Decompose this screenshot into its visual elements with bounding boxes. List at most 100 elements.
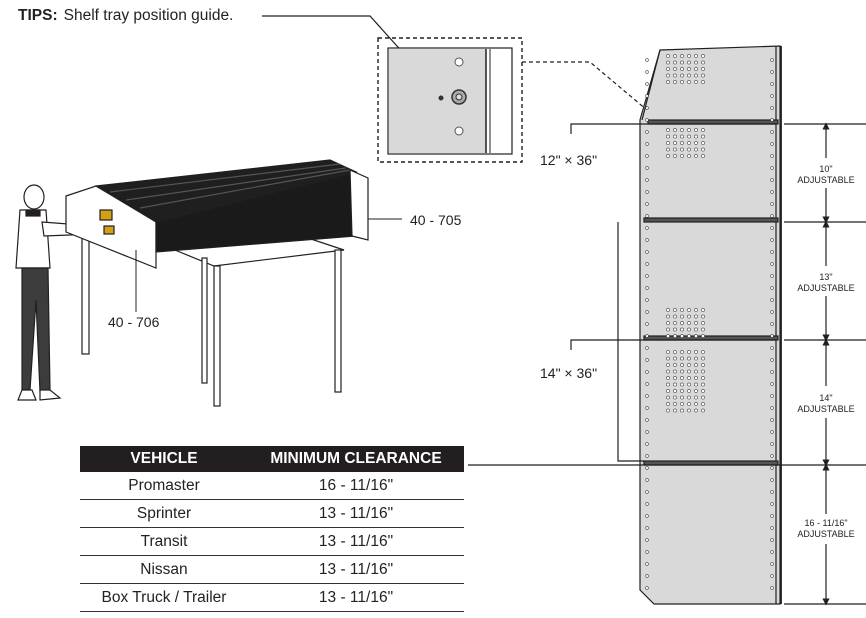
perforation-hole: [680, 363, 684, 367]
edge-hole: [645, 478, 649, 482]
vehicle-cell: Transit: [80, 527, 248, 556]
perforation-hole: [666, 350, 670, 354]
perforation-hole: [694, 395, 698, 400]
perforation-hole: [687, 382, 691, 387]
perforation-hole: [666, 356, 670, 361]
perforation-hole: [666, 80, 670, 84]
edge-hole: [770, 118, 774, 122]
perforation-hole: [701, 382, 705, 387]
perforation-hole: [701, 389, 705, 393]
edge-hole: [645, 154, 649, 158]
part-label-706: 40 - 706: [108, 314, 160, 330]
edge-hole: [770, 346, 774, 350]
perforation-hole: [694, 402, 698, 406]
perforation-hole: [701, 327, 705, 332]
edge-hole: [645, 262, 649, 266]
perforation-hole: [680, 154, 684, 158]
tips-caption: TIPS:Shelf tray position guide.: [18, 7, 233, 25]
vehicle-cell: Nissan: [80, 555, 248, 584]
perforation-hole: [687, 314, 691, 319]
edge-hole: [645, 466, 649, 470]
adjustment-label-4: 16 - 11/16" ADJUSTABLE: [786, 518, 866, 540]
perforation-hole: [680, 356, 684, 361]
edge-hole: [645, 178, 649, 182]
perforation-hole: [694, 154, 698, 158]
perforation-hole: [673, 376, 677, 380]
perforation-hole: [694, 327, 698, 332]
perforation-hole: [680, 128, 684, 132]
clearance-cell: 13 - 11/16": [248, 499, 464, 528]
edge-hole: [770, 262, 774, 266]
tips-prefix: TIPS:: [18, 7, 58, 24]
perforation-hole: [680, 376, 684, 380]
header-vehicle: VEHICLE: [80, 446, 248, 472]
edge-hole: [770, 82, 774, 86]
zoom-leader: [522, 61, 776, 219]
edge-hole: [645, 394, 649, 398]
perforation-hole: [687, 334, 691, 338]
table-row: Transit 13 - 11/16": [80, 527, 464, 556]
perforation-hole: [701, 363, 705, 367]
perforation-hole: [694, 128, 698, 132]
perforation-hole: [673, 60, 677, 65]
edge-hole: [770, 130, 774, 134]
edge-hole: [645, 298, 649, 302]
edge-hole: [770, 430, 774, 434]
edge-hole: [770, 418, 774, 422]
perforation-hole: [666, 147, 670, 152]
edge-hole: [770, 538, 774, 542]
edge-hole: [770, 298, 774, 302]
perforation-hole: [687, 134, 691, 139]
perforation-hole: [666, 376, 670, 380]
perforation-hole: [694, 314, 698, 319]
tray-bracket-middle: [570, 222, 776, 462]
perforation-hole: [666, 60, 670, 65]
edge-hole: [770, 574, 774, 578]
edge-hole: [645, 430, 649, 434]
dimension-lines: [784, 122, 866, 606]
edge-hole: [770, 358, 774, 362]
rack-panel: [639, 45, 782, 605]
edge-hole: [645, 274, 649, 278]
edge-hole: [770, 442, 774, 446]
adjustment-note: ADJUSTABLE: [797, 175, 855, 185]
edge-hole: [645, 382, 649, 386]
vehicle-cell: Sprinter: [80, 499, 248, 528]
perforation-hole: [673, 314, 677, 319]
perforation-hole: [694, 389, 698, 393]
perforation-hole: [680, 395, 684, 400]
perforation-hole: [666, 334, 670, 338]
clearance-cell: 13 - 11/16": [248, 583, 464, 612]
perforation-hole: [701, 314, 705, 319]
perforation-hole: [666, 363, 670, 367]
perforation-hole: [666, 389, 670, 393]
edge-hole: [770, 586, 774, 590]
perforation-hole: [673, 408, 677, 413]
edge-hole: [770, 502, 774, 506]
perforation-hole: [666, 54, 670, 58]
perforation-hole: [673, 402, 677, 406]
perforation-hole: [701, 308, 705, 312]
edge-hole: [645, 106, 649, 110]
edge-hole: [770, 286, 774, 290]
perforation-hole: [680, 141, 684, 145]
perforation-hole: [687, 80, 691, 84]
perforation-hole: [687, 356, 691, 361]
edge-hole: [770, 514, 774, 518]
perforation-hole: [673, 327, 677, 332]
perforation-hole: [687, 141, 691, 145]
perforation-hole: [701, 73, 705, 78]
perforation-hole: [666, 395, 670, 400]
perforation-hole: [694, 382, 698, 387]
edge-hole: [645, 118, 649, 122]
edge-hole: [770, 190, 774, 194]
edge-hole: [645, 58, 649, 62]
edge-hole: [645, 94, 649, 98]
perforation-hole: [666, 408, 670, 413]
perforation-hole: [687, 308, 691, 312]
perforation-hole: [680, 408, 684, 413]
adjustment-label-1: 10" ADJUSTABLE: [786, 164, 866, 186]
perforation-hole: [694, 54, 698, 58]
perforation-hole: [701, 67, 705, 71]
perforation-hole: [694, 363, 698, 367]
